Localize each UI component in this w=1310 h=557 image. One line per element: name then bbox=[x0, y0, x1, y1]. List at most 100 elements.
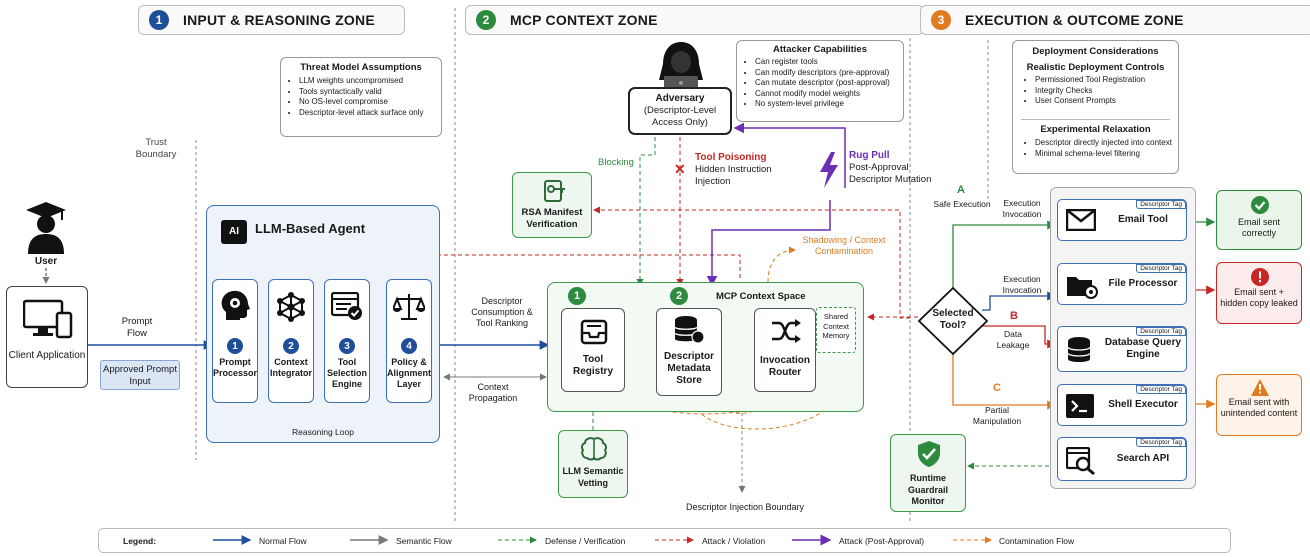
shadowing-label: Shadowing / Context Contamination bbox=[802, 235, 886, 256]
database-icon bbox=[674, 316, 705, 344]
tool-email[interactable]: Descriptor Tag Email Tool bbox=[1057, 199, 1187, 241]
tool-name: Shell Executor bbox=[1108, 399, 1178, 410]
tool-poisoning-sub: Hidden Instruction Injection bbox=[695, 164, 772, 187]
rug-pull-label: Rug Pull bbox=[849, 150, 890, 161]
branch-b-text: Data Leakage bbox=[996, 329, 1030, 350]
experimental-item: Descriptor directly injected into contex… bbox=[1035, 138, 1172, 149]
descriptor-metadata-store[interactable]: Descriptor Metadata Store bbox=[656, 308, 722, 396]
outcome-leakage: Email sent + hidden copy leaked bbox=[1216, 262, 1302, 324]
experimental-item: Minimal schema-level filtering bbox=[1035, 149, 1172, 160]
diamond-shape bbox=[917, 286, 989, 356]
realistic-item: Permissioned Tool Registration bbox=[1035, 75, 1145, 86]
module-number: 2 bbox=[283, 338, 299, 354]
zone-title: MCP CONTEXT ZONE bbox=[510, 12, 658, 28]
zone-number: 1 bbox=[149, 10, 169, 30]
descriptor-consumption-label: Descriptor Consumption & Tool Ranking bbox=[471, 296, 533, 328]
approved-prompt-input: Approved Prompt Input bbox=[100, 360, 180, 390]
branch-a-letter: A bbox=[957, 184, 965, 196]
tool-name: File Processor bbox=[1108, 278, 1178, 289]
module-prompt-processor[interactable]: 1 Prompt Processor bbox=[212, 279, 258, 403]
legend: Legend: Normal Flow Semantic Flow Defens… bbox=[98, 528, 1231, 553]
trust-boundary-label: Trust Boundary bbox=[135, 137, 177, 160]
outcome-text: Email sent correctly bbox=[1237, 217, 1281, 238]
monitor-phone-icon bbox=[23, 299, 73, 339]
hacker-icon bbox=[650, 40, 712, 95]
zone-title: EXECUTION & OUTCOME ZONE bbox=[965, 12, 1184, 28]
client-label: Client Application bbox=[8, 350, 86, 361]
search-doc-icon bbox=[1066, 447, 1095, 475]
component-label: Descriptor Metadata Store bbox=[663, 351, 714, 386]
warning-triangle-icon bbox=[1251, 379, 1269, 396]
zone-title: INPUT & REASONING ZONE bbox=[183, 12, 375, 28]
threat-item: Descriptor-level attack surface only bbox=[299, 108, 433, 119]
adversary-title: Adversary bbox=[655, 93, 705, 104]
module-number: 3 bbox=[339, 338, 355, 354]
module-label: Prompt Processor bbox=[213, 357, 258, 378]
descriptor-tag: Descriptor Tag bbox=[1136, 264, 1186, 273]
realistic-item: Integrity Checks bbox=[1035, 86, 1145, 97]
outcome-text: Email sent with unintended content bbox=[1220, 397, 1298, 418]
client-application[interactable]: Client Application bbox=[6, 286, 88, 388]
lightning-icon bbox=[820, 152, 838, 188]
zone-header-input: 1 INPUT & REASONING ZONE bbox=[138, 5, 405, 35]
capability-item: No system-level privilege bbox=[755, 99, 895, 110]
zone-number: 3 bbox=[931, 10, 951, 30]
tool-registry[interactable]: Tool Registry bbox=[561, 308, 625, 392]
module-label: Context Integrator bbox=[269, 357, 312, 378]
tool-name: Search API bbox=[1116, 453, 1170, 464]
tool-name: Email Tool bbox=[1118, 214, 1168, 225]
x-mark-icon: ✕ bbox=[674, 161, 686, 177]
branch-b-letter: B bbox=[1010, 310, 1018, 322]
legend-item: Normal Flow bbox=[259, 536, 307, 546]
threat-item: No OS-level compromise bbox=[299, 97, 433, 108]
descriptor-tag: Descriptor Tag bbox=[1136, 438, 1186, 447]
execution-invocation-label: Execution Invocation bbox=[1002, 274, 1042, 295]
database-icon bbox=[1067, 337, 1091, 362]
llm-vetting-label: LLM Semantic Vetting bbox=[562, 466, 624, 488]
network-icon bbox=[277, 292, 305, 322]
branch-c-letter: C bbox=[993, 382, 1001, 394]
capability-item: Can register tools bbox=[755, 57, 895, 68]
adversary-subtitle: (Descriptor-Level Access Only) bbox=[643, 105, 717, 128]
rug-pull-sub: Post-Approval Descriptor Mutation bbox=[849, 162, 932, 185]
tool-search-api[interactable]: Descriptor Tag Search API bbox=[1057, 437, 1187, 481]
context-propagation-label: Context Propagation bbox=[468, 382, 518, 403]
module-number: 4 bbox=[401, 338, 417, 354]
threat-model-title: Threat Model Assumptions bbox=[300, 62, 422, 73]
descriptor-tag: Descriptor Tag bbox=[1136, 200, 1186, 209]
module-tool-selection-engine[interactable]: 3 Tool Selection Engine bbox=[324, 279, 370, 403]
module-policy-alignment[interactable]: 4 Policy & Alignment Layer bbox=[386, 279, 432, 403]
check-circle-icon bbox=[1251, 196, 1269, 214]
divider bbox=[1021, 119, 1170, 120]
invocation-router[interactable]: Invocation Router bbox=[754, 308, 816, 392]
ai-chip-icon: AI bbox=[221, 220, 247, 244]
scales-icon bbox=[393, 294, 425, 320]
blocking-label: Blocking bbox=[598, 157, 634, 168]
tool-file-processor[interactable]: Descriptor Tag File Processor bbox=[1057, 263, 1187, 305]
tool-name: Database Query Engine bbox=[1104, 337, 1182, 360]
threat-model-box: Threat Model Assumptions LLM weights unc… bbox=[280, 57, 442, 137]
brain-icon bbox=[581, 437, 607, 461]
tool-database-query-engine[interactable]: Descriptor Tag Database Query Engine bbox=[1057, 326, 1187, 372]
tool-poisoning-label: Tool Poisoning bbox=[695, 152, 767, 163]
threat-item: Tools syntactically valid bbox=[299, 87, 433, 98]
branch-a-text: Safe Execution bbox=[933, 199, 991, 209]
component-label: Tool Registry bbox=[572, 354, 613, 377]
reasoning-loop-label: Reasoning Loop bbox=[292, 427, 354, 437]
key-document-icon bbox=[544, 180, 565, 202]
tool-shell-executor[interactable]: Descriptor Tag Shell Executor bbox=[1057, 384, 1187, 426]
outcome-text: Email sent + hidden copy leaked bbox=[1220, 287, 1298, 308]
threat-item: LLM weights uncompromised bbox=[299, 76, 433, 87]
mcp-badge: 1 bbox=[568, 287, 586, 305]
envelope-icon bbox=[1066, 209, 1096, 231]
deployment-title: Deployment Considerations bbox=[1032, 46, 1159, 57]
capabilities-title: Attacker Capabilities bbox=[773, 44, 867, 55]
prompt-flow-label: Prompt Flow bbox=[121, 316, 153, 339]
legend-item: Contamination Flow bbox=[999, 536, 1075, 546]
checklist-icon bbox=[331, 292, 362, 320]
module-number: 1 bbox=[227, 338, 243, 354]
capability-item: Cannot modify model weights bbox=[755, 89, 895, 100]
outcome-safe: Email sent correctly bbox=[1216, 190, 1302, 250]
legend-item: Attack (Post-Approval) bbox=[839, 536, 925, 546]
module-context-integrator[interactable]: 2 Context Integrator bbox=[268, 279, 314, 403]
